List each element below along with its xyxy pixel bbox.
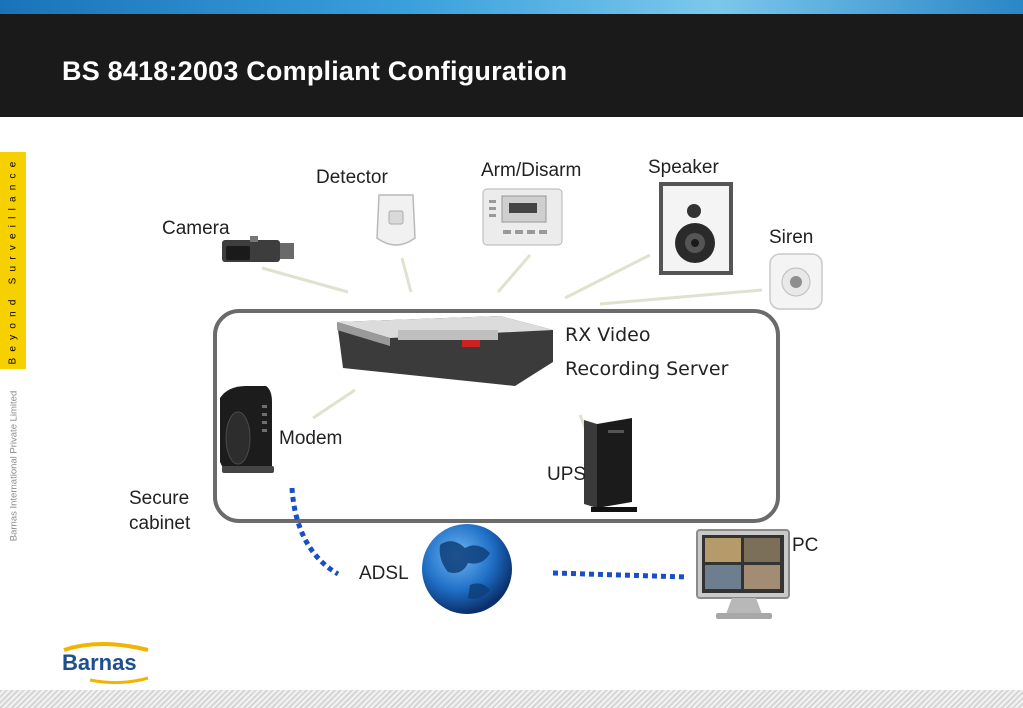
speaker-label: Speaker: [648, 157, 719, 178]
detector-link: [400, 257, 413, 293]
arm-disarm-link: [496, 254, 532, 293]
pc-monitor-icon: [696, 529, 790, 619]
camera-icon: [222, 236, 294, 262]
modem-adsl-dotted-link: [289, 487, 340, 577]
modem-label: Modem: [279, 428, 343, 449]
adsl-label: ADSL: [359, 563, 409, 584]
page-title: BS 8418:2003 Compliant Configuration: [62, 56, 568, 86]
header-bar: [0, 14, 1023, 117]
pc-label: PC: [792, 535, 819, 556]
siren-link: [599, 288, 763, 306]
camera-link: [261, 266, 349, 294]
top-accent-strip: [0, 0, 1023, 14]
camera-label: Camera: [162, 218, 230, 239]
tagline-bar: [0, 152, 26, 369]
globe-icon: [422, 524, 512, 614]
barnas-logo-swoosh: [63, 642, 149, 685]
speaker-link: [564, 253, 651, 300]
bottom-strip: [0, 690, 1023, 708]
barnas-logo: Barnas: [62, 650, 137, 675]
siren-icon: [769, 253, 823, 310]
modem-icon: [220, 386, 274, 473]
modem-link: [312, 388, 356, 420]
detector-label: Detector: [316, 167, 388, 188]
adsl-pc-dotted-link: [552, 570, 689, 580]
recording-server-label-line1: RX Video: [565, 324, 651, 346]
detector-icon: [376, 194, 416, 246]
recording-server-icon: [337, 316, 553, 386]
cabinet-label-line1: Secure: [129, 488, 190, 509]
ups-icon: [584, 418, 637, 512]
speaker-icon: [659, 182, 733, 275]
siren-label: Siren: [769, 227, 814, 248]
ups-label: UPS: [547, 464, 587, 485]
arm-disarm-label: Arm/Disarm: [481, 160, 582, 181]
cabinet-label-line2: cabinet: [129, 513, 191, 534]
secure-cabinet-outline: [213, 309, 780, 523]
keypad-icon: [482, 188, 563, 246]
recording-server-label-line2: Recording Server: [565, 358, 729, 380]
